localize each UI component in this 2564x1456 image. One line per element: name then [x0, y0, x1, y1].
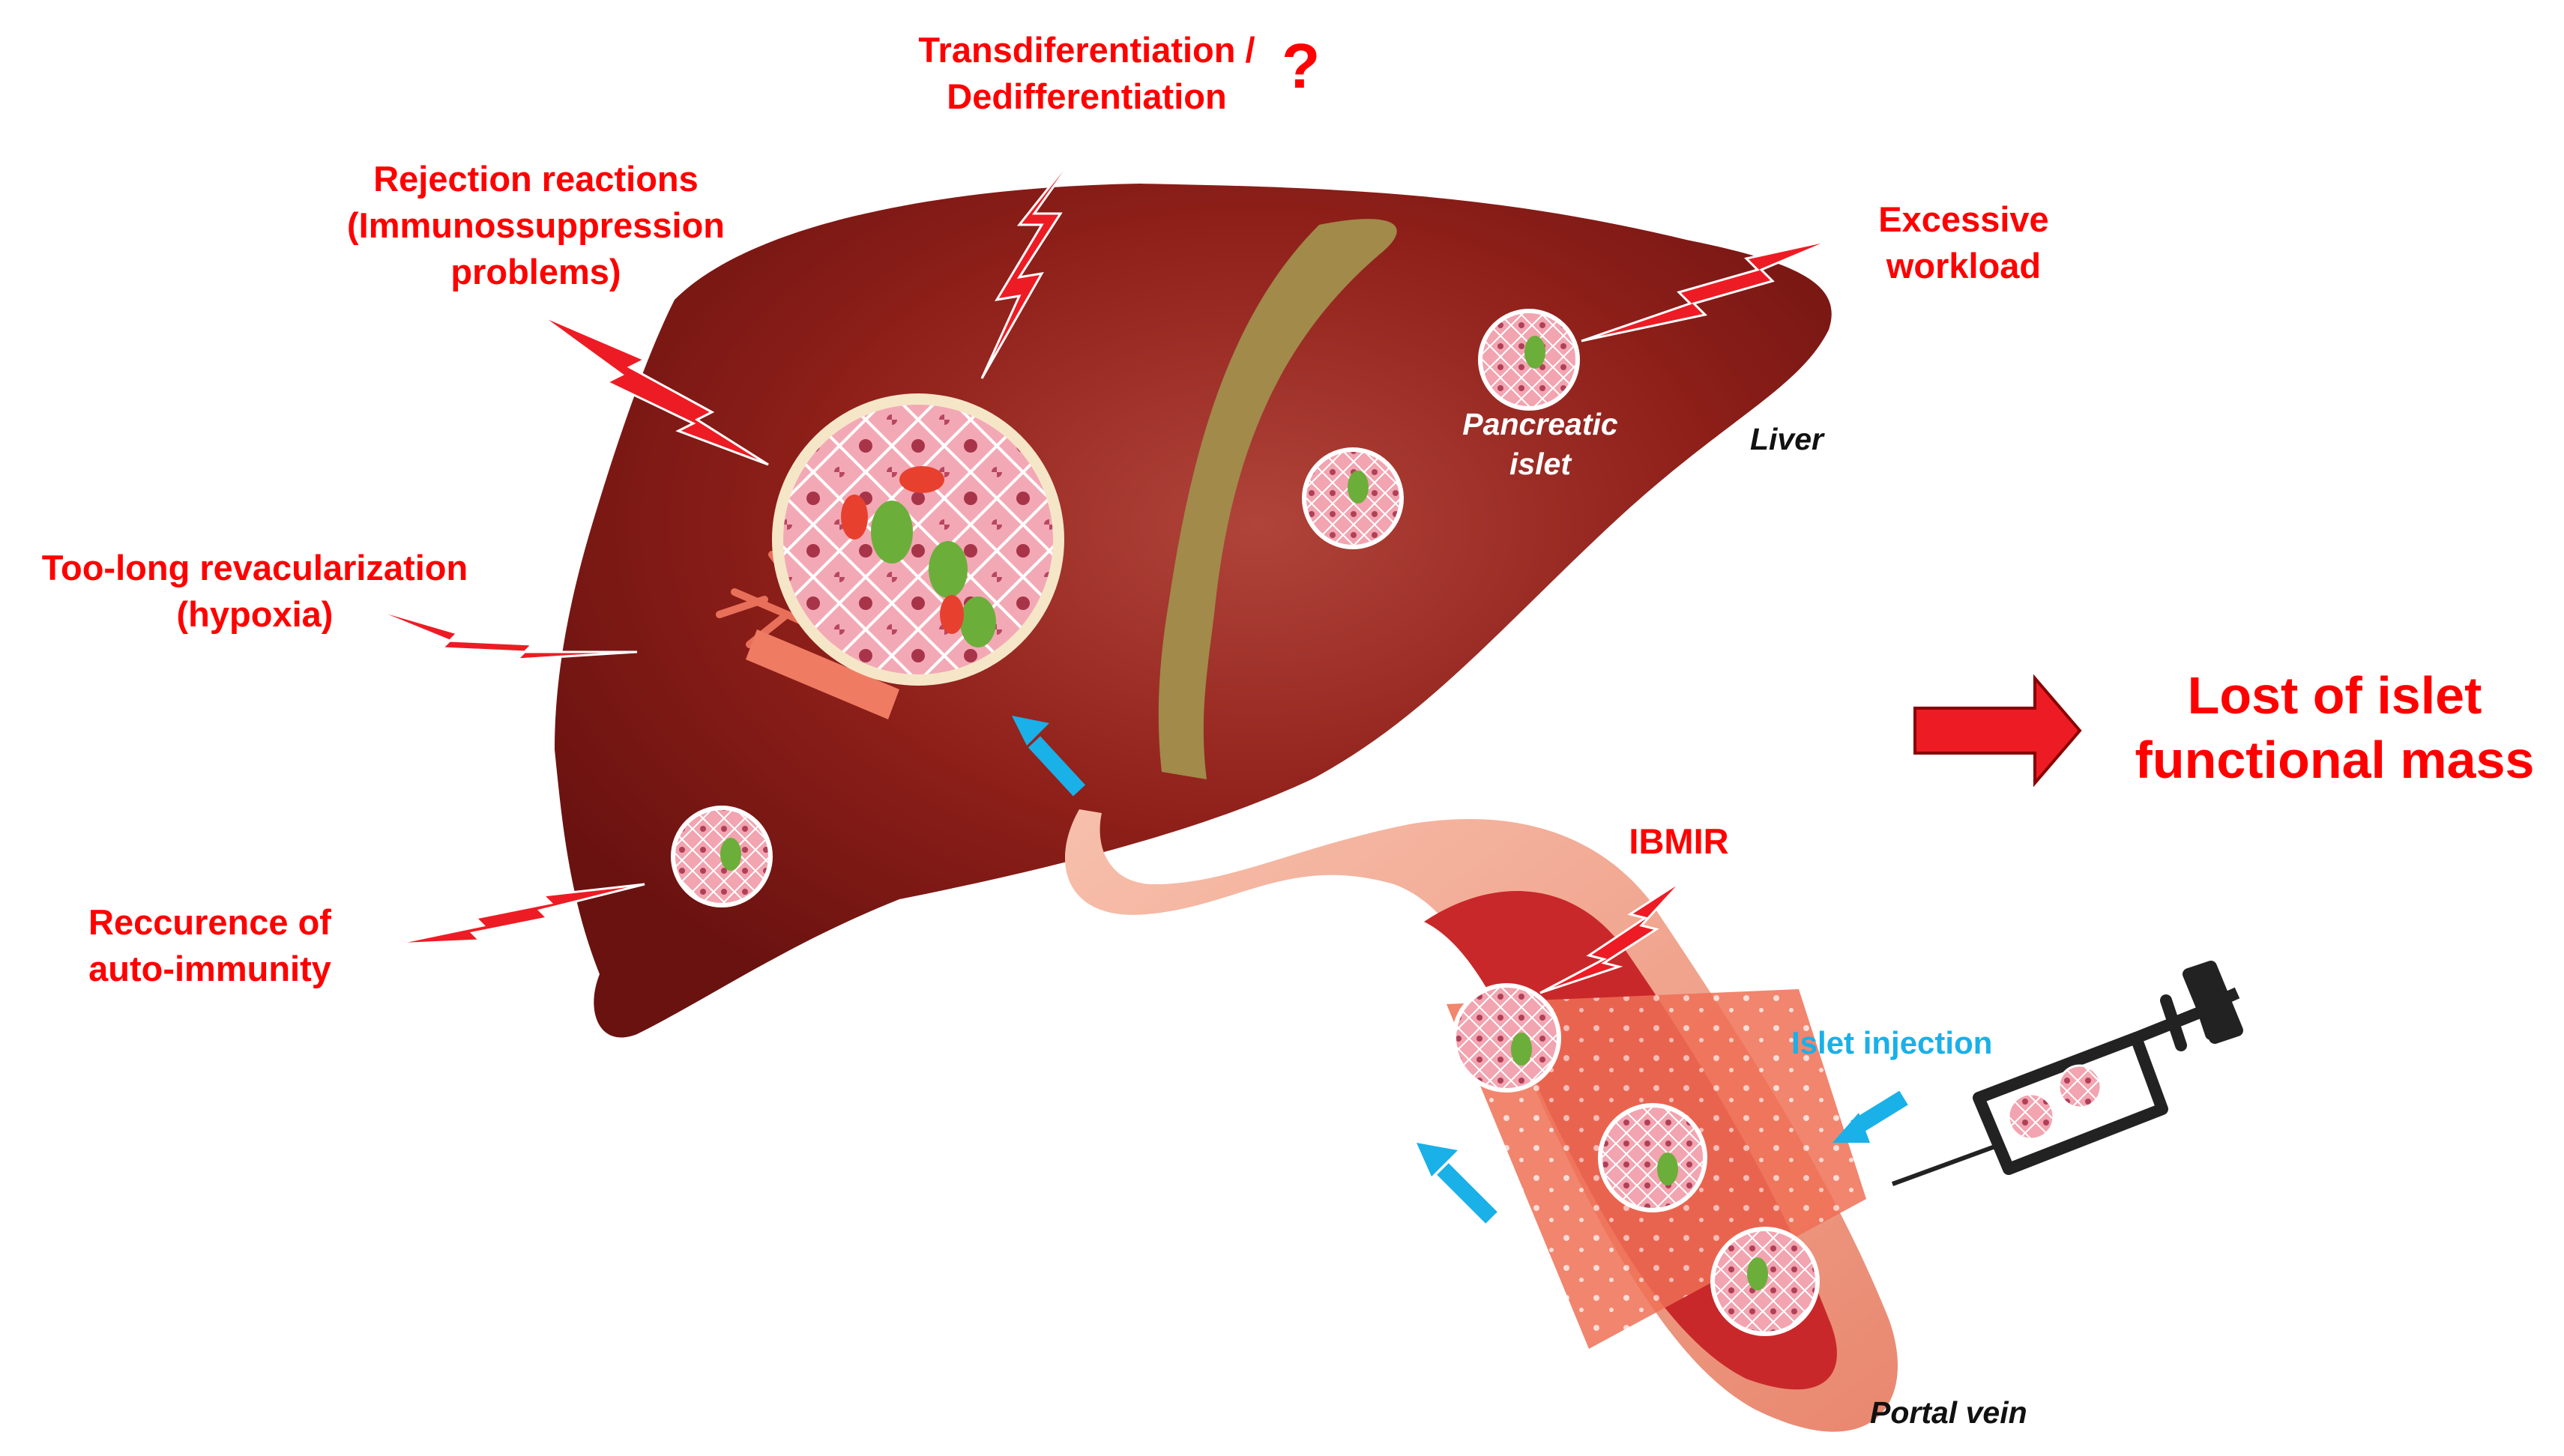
label-transdiff-line2: Dedifferentiation — [947, 76, 1227, 116]
label-portal-vein: Portal vein — [1870, 1395, 2027, 1430]
label-transdiff-line1: Transdiferentiation / — [918, 30, 1255, 70]
vein-islet-3 — [1710, 1227, 1820, 1336]
bolt-hypoxia — [366, 605, 638, 661]
label-islet-injection: Islet injection — [1791, 1025, 1993, 1060]
label-outcome-line1: Lost of islet — [2187, 666, 2482, 725]
label-autoimmunity-line1: Reccurence of — [88, 902, 331, 942]
label-autoimmunity: Reccurence of auto-immunity — [64, 899, 356, 992]
label-liver: Liver — [1750, 422, 1824, 456]
bolt-ibmir — [1539, 879, 1684, 994]
small-islet-lower-left — [671, 806, 773, 907]
vein-islet-2 — [1598, 1103, 1707, 1212]
blue-arrow-into-liver — [1012, 716, 1086, 797]
label-rejection: Rejection reactions (Immunossuppression … — [322, 156, 749, 295]
label-workload: Excessive workload — [1821, 196, 2106, 289]
small-islet-middle — [1302, 447, 1404, 549]
bolt-transdifferentiation — [980, 134, 1092, 379]
label-hypoxia-line2: (hypoxia) — [176, 594, 334, 634]
bolt-autoimmunity — [393, 883, 645, 946]
vein-islet-1 — [1452, 983, 1561, 1093]
bolt-workload — [1581, 238, 1833, 342]
large-islet — [772, 393, 1064, 686]
label-hypoxia: Too-long revacularization (hypoxia) — [15, 545, 495, 638]
label-outcome-line2: functional mass — [2135, 731, 2535, 789]
label-hypoxia-line1: Too-long revacularization — [41, 548, 468, 587]
question-mark: ? — [1282, 31, 1321, 101]
label-workload-line2: workload — [1886, 246, 2042, 286]
label-pancreatic-islet: Pancreatic islet — [1447, 405, 1634, 484]
blue-arrow-vein — [1417, 1143, 1497, 1224]
bolt-rejection — [539, 313, 769, 466]
label-outcome: Lost of islet functional mass — [2106, 663, 2563, 792]
label-pancreatic-islet-line1: Pancreatic — [1462, 407, 1618, 441]
label-workload-line1: Excessive — [1878, 199, 2049, 239]
label-rejection-line2: (Immunossuppression — [346, 205, 725, 245]
label-rejection-line1: Rejection reactions — [373, 159, 699, 199]
label-ibmir: IBMIR — [1629, 821, 1729, 861]
label-transdifferentiation: Transdiferentiation / Dedifferentiation — [892, 27, 1282, 120]
label-rejection-line3: problems) — [450, 252, 621, 291]
blue-arrow-injection — [1832, 1090, 1908, 1143]
syringe — [1891, 961, 2243, 1186]
liver-ligament — [1158, 219, 1397, 779]
small-islet-upper-right — [1478, 309, 1580, 411]
label-pancreatic-islet-line2: islet — [1509, 447, 1572, 481]
feeding-vessel — [746, 629, 899, 719]
label-autoimmunity-line2: auto-immunity — [88, 949, 331, 988]
outcome-arrow — [1913, 674, 2082, 788]
